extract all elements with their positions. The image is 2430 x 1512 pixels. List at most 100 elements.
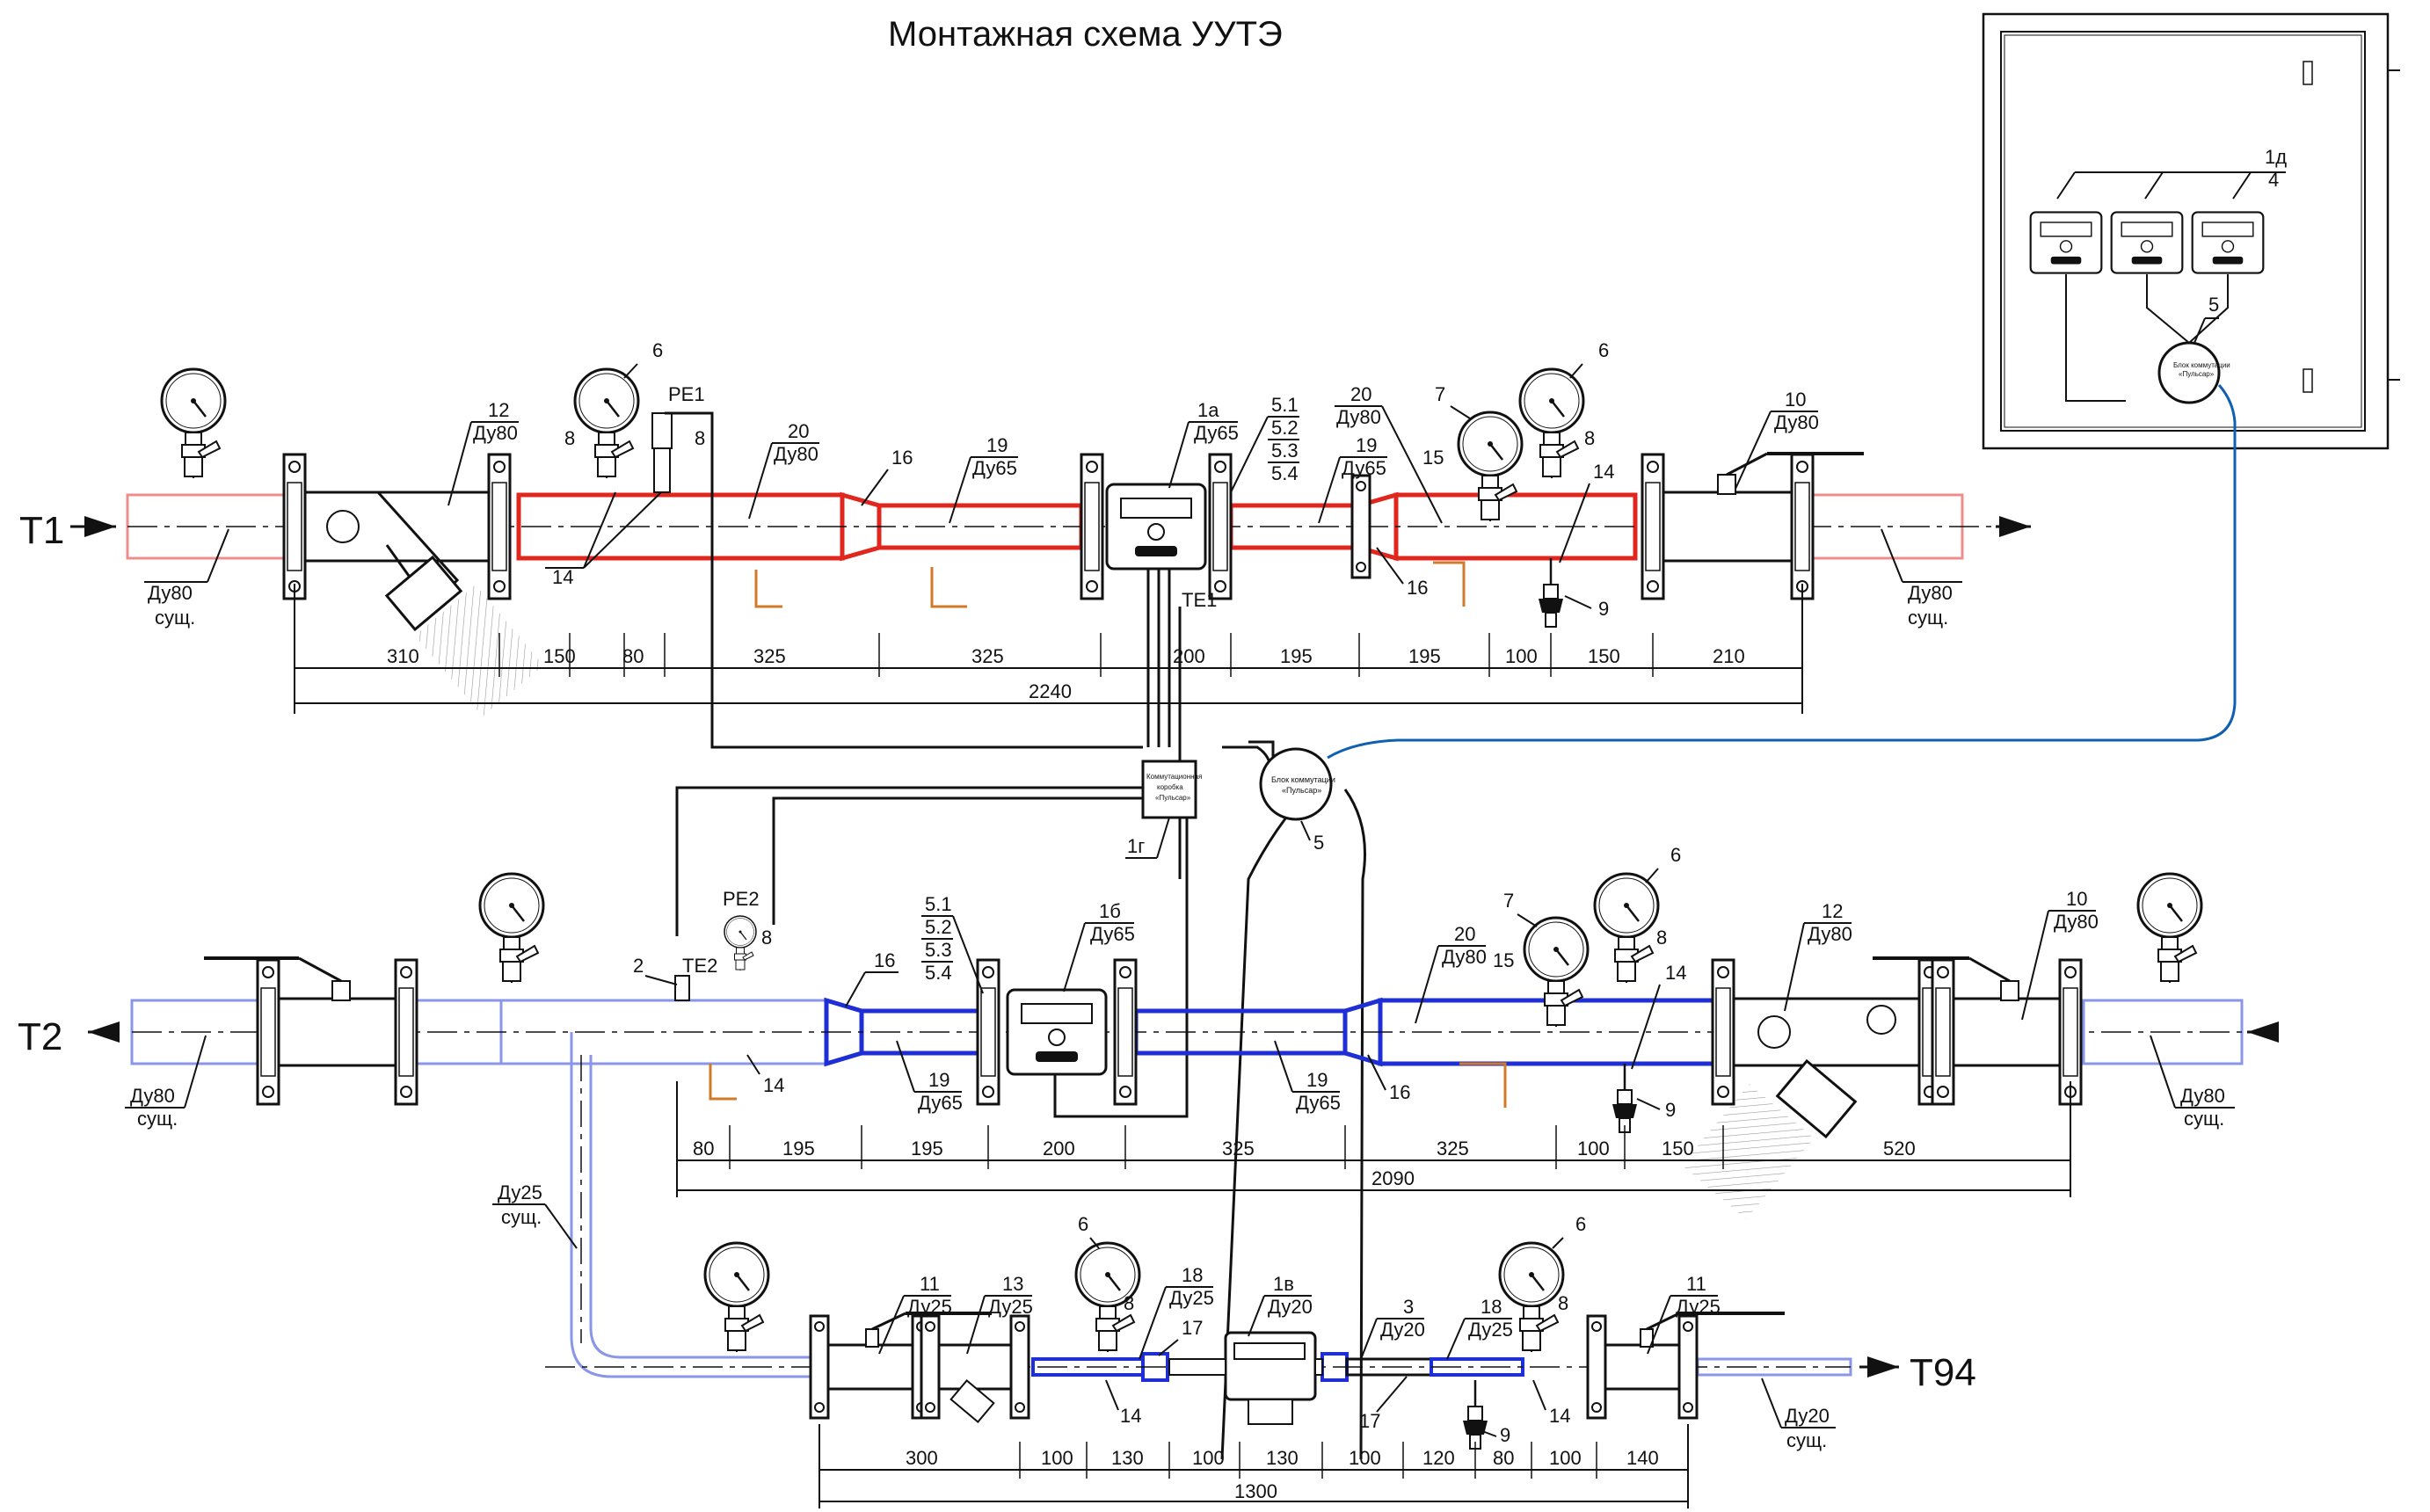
t1-du80-existing-out: Ду80 — [1908, 582, 1953, 604]
switch-unit-label-2: «Пульсар» — [1282, 786, 1321, 795]
t94-callout-18a-du: Ду25 — [1169, 1287, 1214, 1309]
t2-callout-19b-du: Ду65 — [1296, 1092, 1341, 1114]
t1-callout-14b: 14 — [1593, 461, 1614, 483]
t2-callout-16b: 16 — [1389, 1081, 1410, 1103]
t1-callout-19a: 19 — [986, 434, 1008, 456]
t2-callout-19b: 19 — [1306, 1069, 1328, 1091]
t94-callout-6a: 6 — [1078, 1213, 1088, 1235]
t1-callout-pe1: PE1 — [668, 383, 705, 405]
t1-dim-3: 325 — [753, 645, 786, 667]
cabinet-callout-4: 4 — [2268, 169, 2279, 191]
switch-unit-label-1: Блок коммутации — [1271, 775, 1335, 784]
t1-strainer-cap — [384, 555, 463, 632]
t94-riser-note: сущ. — [501, 1206, 542, 1228]
t2-du80-existing-right: Ду80 — [2180, 1085, 2225, 1107]
t94-callout-17b: 17 — [1359, 1410, 1380, 1432]
t1-callout-16b: 16 — [1407, 577, 1428, 599]
t2-callout-10: 10 — [2066, 888, 2087, 910]
t94-callout-11a: 11 — [920, 1273, 940, 1295]
t1-pressure-transmitter — [651, 412, 673, 449]
t94-outlet-du: Ду20 — [1785, 1405, 1830, 1427]
t94-callout-18b-du: Ду25 — [1468, 1319, 1513, 1341]
callout-5: 5 — [1313, 832, 1324, 854]
t1-callout-53: 5.3 — [1271, 440, 1299, 462]
t1-callout-1a-du: Ду65 — [1194, 422, 1239, 444]
t1-callout-54: 5.4 — [1271, 462, 1299, 484]
t2-callout-19a: 19 — [928, 1069, 949, 1091]
t94-callout-13-du: Ду25 — [988, 1296, 1033, 1318]
t94-dim-2: 130 — [1111, 1447, 1144, 1469]
t2-callout-14a: 14 — [763, 1074, 784, 1096]
callout-1g: 1г — [1127, 835, 1145, 857]
t1-callout-12-du: Ду80 — [473, 422, 518, 444]
t94-callout-8a: 8 — [1124, 1292, 1134, 1314]
t1-du80-existing-in-note: сущ. — [155, 607, 195, 629]
t1-callout-20b-du: Ду80 — [1336, 406, 1381, 428]
t1-callout-8b: 8 — [695, 427, 705, 449]
t2-du80-existing-left: Ду80 — [130, 1085, 175, 1107]
t1-callout-19b-du: Ду65 — [1342, 457, 1386, 479]
t2-callout-16a: 16 — [874, 949, 895, 971]
t2-dim-8: 520 — [1883, 1138, 1916, 1159]
t1-callout-9: 9 — [1598, 598, 1609, 620]
t94-callout-13: 13 — [1002, 1273, 1023, 1295]
junction-box-label-1: Коммутационная — [1146, 773, 1202, 781]
t1-callout-10: 10 — [1785, 389, 1806, 411]
t94-dim-total: 1300 — [1234, 1480, 1277, 1502]
t94-dim-5: 100 — [1349, 1447, 1381, 1469]
t94-callout-18b: 18 — [1481, 1296, 1502, 1318]
t94-gauge-left — [703, 1241, 770, 1354]
t2-du80-existing-right-note: сущ. — [2184, 1108, 2224, 1130]
t2-callout-12-du: Ду80 — [1808, 923, 1852, 945]
t1-callout-7: 7 — [1435, 383, 1445, 405]
t94-callout-1v: 1в — [1273, 1273, 1294, 1295]
t2-callout-14b: 14 — [1665, 962, 1686, 984]
t2-callout-20-du: Ду80 — [1442, 946, 1487, 968]
t1-callout-19a-du: Ду65 — [972, 457, 1017, 479]
cabinet: Блок коммутации «Пульсар» 1д 4 5 — [1327, 12, 2400, 760]
junction-box-label-3: «Пульсар» — [1155, 794, 1191, 802]
t2-line: Т2 Ду80 — [18, 844, 2279, 1219]
t94-dim-8: 100 — [1549, 1447, 1582, 1469]
t1-callout-51: 5.1 — [1271, 394, 1299, 416]
t1-callout-10-du: Ду80 — [1774, 411, 1819, 433]
t94-callout-6b: 6 — [1575, 1213, 1586, 1235]
t1-callout-20-du: Ду80 — [774, 443, 818, 465]
t1-strainer-body — [303, 491, 491, 563]
t1-gauge-7 — [1457, 411, 1524, 523]
t2-dim-2: 195 — [911, 1138, 943, 1159]
t1-callout-20b: 20 — [1350, 383, 1371, 405]
t1-gauge-6a — [573, 367, 640, 480]
t94-dim-0: 300 — [906, 1447, 938, 1469]
t1-flowmeter — [1105, 483, 1207, 571]
t2-label: Т2 — [18, 1015, 62, 1058]
cables: Коммутационная коробка «Пульсар» Блок ко… — [665, 411, 1366, 1460]
t2-dim-total: 2090 — [1371, 1167, 1415, 1189]
t94-label: Т94 — [1910, 1351, 1976, 1394]
t2-flowmeter — [1006, 988, 1108, 1076]
t1-callout-1a: 1а — [1197, 399, 1219, 421]
t1-dim-7: 195 — [1408, 645, 1441, 667]
t1-dim-8: 100 — [1505, 645, 1538, 667]
t1-label: Т1 — [19, 509, 64, 552]
switch-unit — [1259, 747, 1333, 821]
t1-gauge-1 — [160, 367, 227, 480]
t94-dim-9: 140 — [1626, 1447, 1659, 1469]
t1-ball-valve-stem — [1717, 474, 1736, 495]
t2-callout-1b-du: Ду65 — [1090, 923, 1135, 945]
t94-callout-9: 9 — [1500, 1424, 1510, 1446]
cabinet-callout-5: 5 — [2208, 294, 2219, 316]
t94-dim-6: 120 — [1422, 1447, 1455, 1469]
t2-callout-15: 15 — [1493, 949, 1514, 971]
cabinet-switch-unit-label-2: «Пульсар» — [2179, 370, 2215, 378]
cabinet-switch-unit-label-1: Блок коммутации — [2173, 361, 2230, 369]
t94-callout-3-du: Ду20 — [1380, 1319, 1425, 1341]
t2-callout-12: 12 — [1822, 900, 1843, 922]
t2-callout-52: 5.2 — [925, 916, 952, 938]
t1-drain-valve — [1537, 556, 1565, 629]
cabinet-callout-1d: 1д — [2265, 146, 2287, 168]
t2-dim-3: 200 — [1043, 1138, 1075, 1159]
t2-callout-53: 5.3 — [925, 939, 952, 961]
t1-gauge-6b — [1518, 367, 1585, 480]
